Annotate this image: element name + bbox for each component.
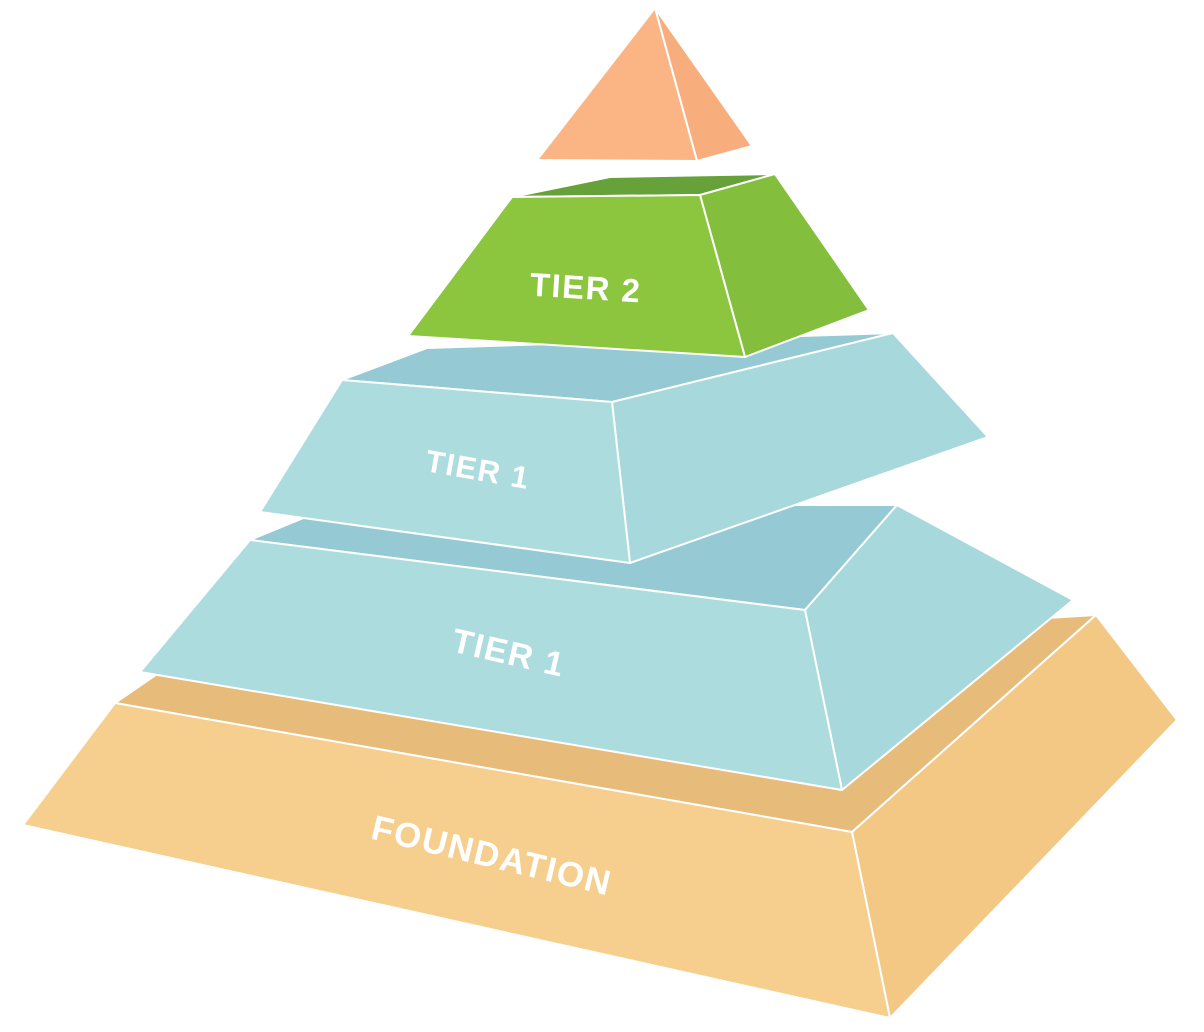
tier-2-layer xyxy=(407,173,870,358)
tier-1-lower-layer xyxy=(139,504,1074,791)
tier-1-upper-layer xyxy=(259,332,989,564)
tier-1-lower-front-face xyxy=(139,539,843,791)
foundation-front-face xyxy=(22,702,891,1019)
apex-cap-front-face xyxy=(536,7,698,162)
tier-2-front-face xyxy=(407,194,746,358)
tier-2-label: TIER 2 xyxy=(529,266,643,310)
tier-1-upper-front-face xyxy=(259,379,631,564)
apex-cap-layer xyxy=(536,7,753,162)
